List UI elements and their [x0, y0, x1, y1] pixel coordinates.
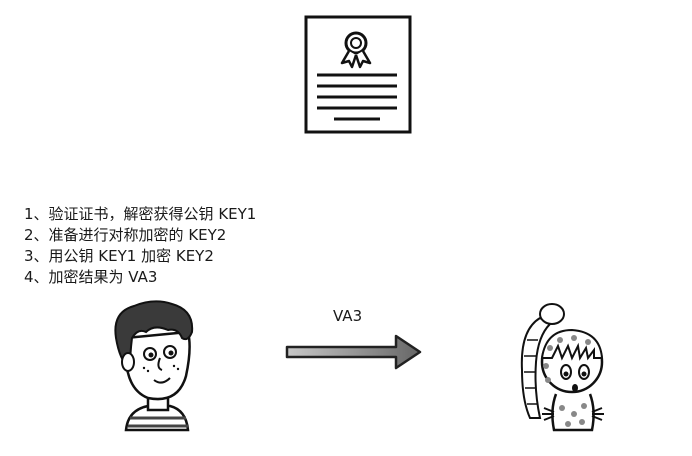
- step-3: 3、用公钥 KEY1 加密 KEY2: [24, 247, 214, 265]
- steps-list: 1、验证证书，解密获得公钥 KEY1 2、准备进行对称加密的 KEY2 3、用公…: [24, 204, 256, 288]
- step-4: 4、加密结果为 VA3: [24, 268, 158, 286]
- step-2: 2、准备进行对称加密的 KEY2: [24, 226, 227, 244]
- girl-face-icon: [520, 303, 604, 432]
- right-arrow-icon: [285, 334, 422, 370]
- step-1: 1、验证证书，解密获得公钥 KEY1: [24, 205, 257, 223]
- arrow-label: VA3: [333, 307, 363, 325]
- certificate-icon: [304, 15, 412, 134]
- boy-face-icon: [114, 300, 194, 432]
